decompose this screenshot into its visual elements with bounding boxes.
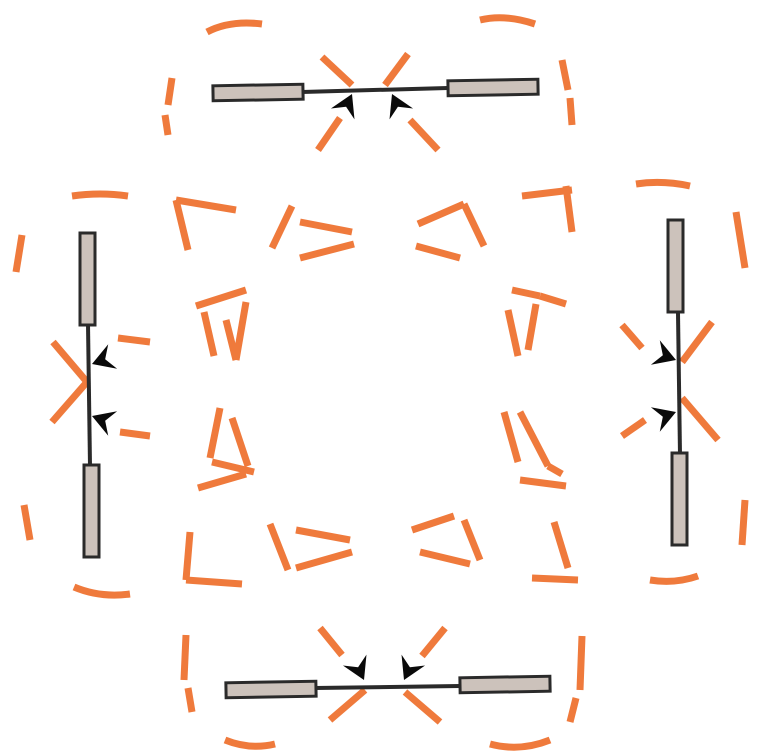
- right-top-bar: [668, 220, 683, 312]
- right-top-arrow: [651, 340, 681, 372]
- orange-dashed-outlines: [16, 18, 745, 747]
- bottom-right-arrow: [392, 655, 425, 686]
- left-top-arrow: [88, 344, 118, 376]
- right-connector-line: [678, 313, 680, 455]
- left-top-bar: [80, 233, 95, 325]
- bottom-left-arrow: [343, 655, 376, 686]
- top-module: [213, 79, 538, 119]
- bottom-module: [226, 655, 550, 698]
- bottom-right-bar: [460, 676, 550, 693]
- top-left-bar: [213, 84, 303, 101]
- top-right-arrow: [380, 89, 413, 120]
- top-connector-line: [302, 88, 448, 92]
- top-left-arrow: [331, 89, 364, 120]
- left-connector-line: [88, 324, 90, 466]
- top-right-bar: [448, 79, 538, 96]
- bottom-connector-line: [315, 686, 460, 688]
- left-module: [80, 233, 117, 557]
- left-bottom-arrow: [88, 404, 118, 436]
- inner-ring-dashes: [176, 186, 578, 584]
- right-bottom-arrow: [651, 400, 681, 432]
- right-module: [651, 220, 687, 545]
- right-bottom-bar: [672, 453, 687, 545]
- bottom-left-bar: [226, 681, 316, 698]
- left-bottom-bar: [84, 465, 99, 557]
